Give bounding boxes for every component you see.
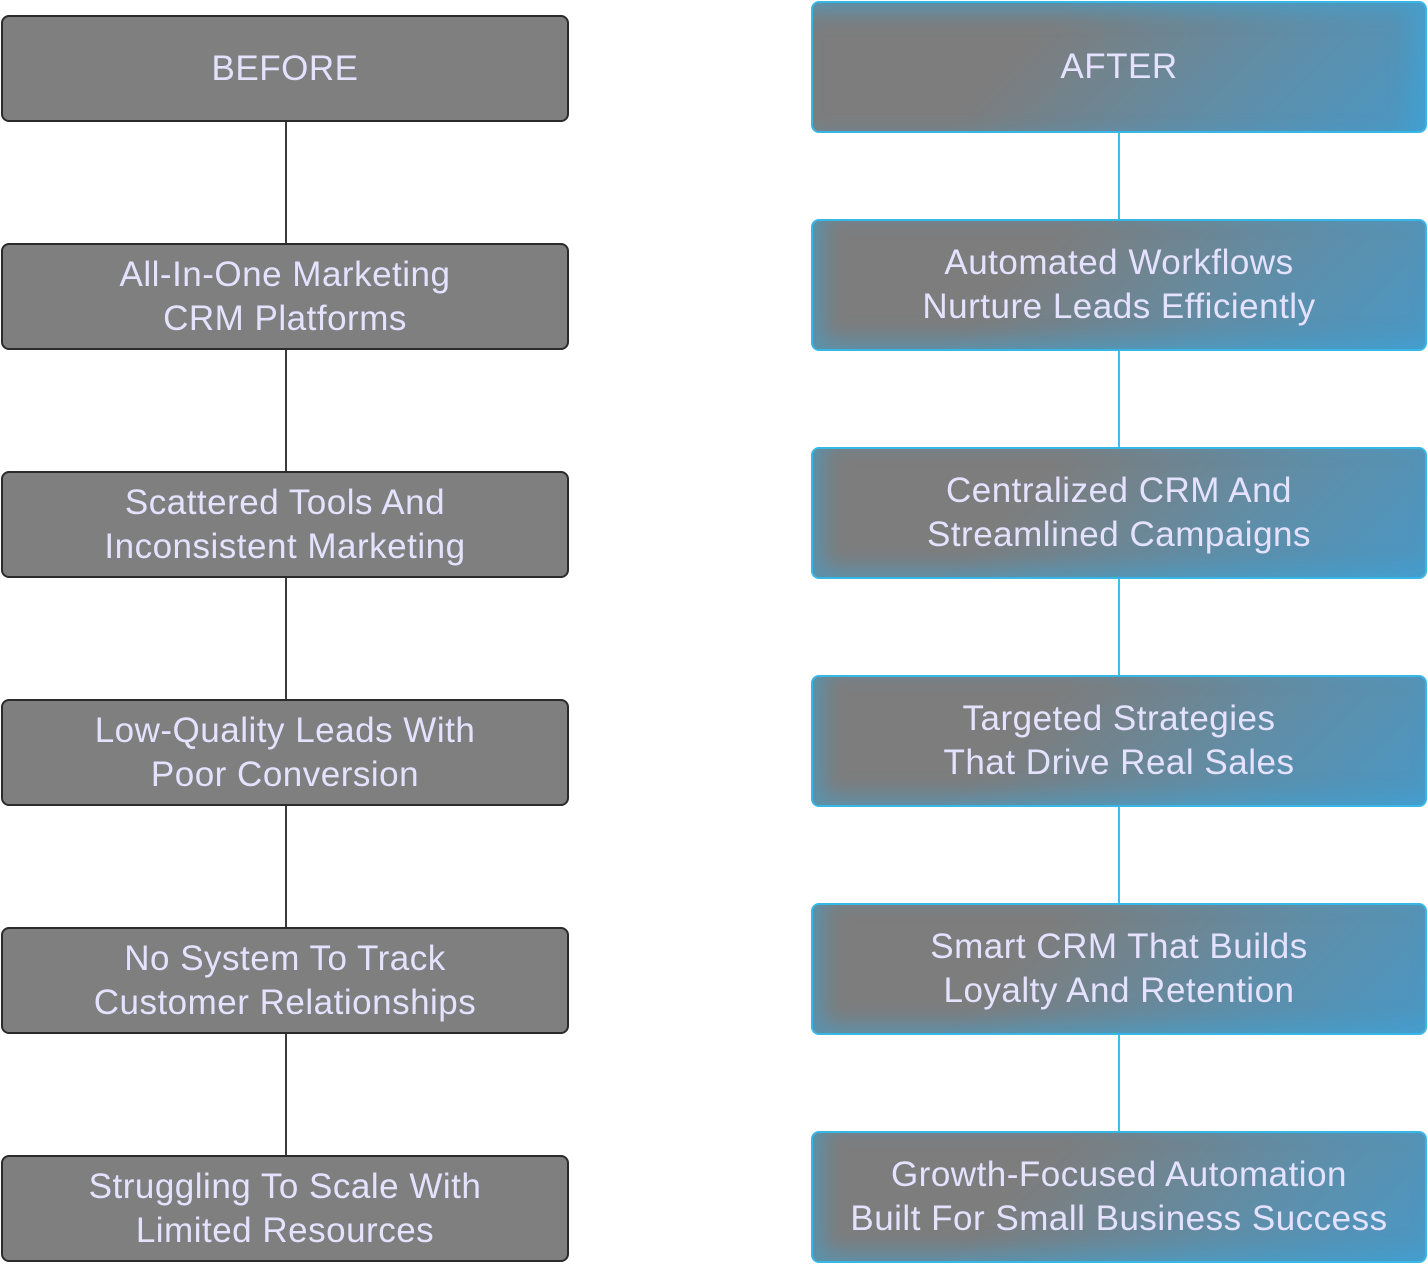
connector-line [285, 805, 287, 927]
after-item: Centralized CRM And Streamlined Campaign… [811, 447, 1427, 579]
connector-line [1118, 807, 1120, 903]
after-item-label: Growth-Focused Automation Built For Smal… [850, 1155, 1388, 1238]
connector-line [285, 577, 287, 699]
after-item: Growth-Focused Automation Built For Smal… [811, 1131, 1427, 1263]
after-item-label: Centralized CRM And Streamlined Campaign… [926, 471, 1311, 554]
before-header: BEFORE [1, 15, 569, 122]
after-item-label: Automated Workflows Nurture Leads Effici… [922, 243, 1316, 326]
before-item: Low-Quality Leads With Poor Conversion [1, 699, 569, 806]
after-item: Targeted Strategies That Drive Real Sale… [811, 675, 1427, 807]
connector-line [1118, 1035, 1120, 1131]
before-item: No System To Track Customer Relationship… [1, 927, 569, 1034]
connector-line [285, 1033, 287, 1155]
after-item-label: Smart CRM That Builds Loyalty And Retent… [930, 927, 1308, 1010]
before-item-label: All-In-One Marketing CRM Platforms [119, 254, 451, 338]
connector-line [1118, 133, 1120, 219]
before-column: BEFORE All-In-One Marketing CRM Platform… [0, 0, 570, 1264]
before-item-label: No System To Track Customer Relationship… [93, 938, 477, 1022]
after-item: Automated Workflows Nurture Leads Effici… [811, 219, 1427, 351]
before-header-label: BEFORE [211, 48, 359, 88]
after-item: Smart CRM That Builds Loyalty And Retent… [811, 903, 1427, 1035]
before-item-label: Low-Quality Leads With Poor Conversion [94, 710, 476, 794]
after-item-label: Targeted Strategies That Drive Real Sale… [943, 699, 1295, 782]
after-header: AFTER [811, 1, 1427, 133]
before-item-label: Struggling To Scale With Limited Resourc… [88, 1166, 482, 1250]
connector-line [285, 349, 287, 471]
before-item-label: Scattered Tools And Inconsistent Marketi… [104, 482, 466, 566]
after-column: AFTER Automated Workflows Nurture Leads … [810, 0, 1428, 1264]
after-header-label: AFTER [1060, 47, 1178, 86]
connector-line [1118, 579, 1120, 675]
before-item: Scattered Tools And Inconsistent Marketi… [1, 471, 569, 578]
connector-line [285, 121, 287, 243]
before-item: All-In-One Marketing CRM Platforms [1, 243, 569, 350]
before-item: Struggling To Scale With Limited Resourc… [1, 1155, 569, 1262]
connector-line [1118, 351, 1120, 447]
